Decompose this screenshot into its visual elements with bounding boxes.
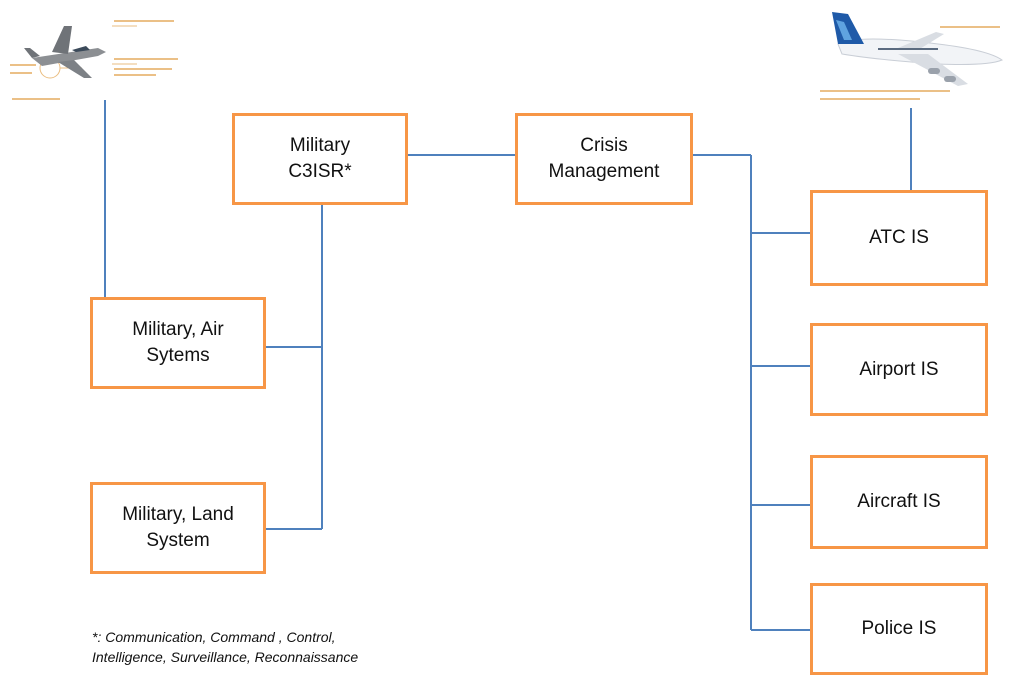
police-is-label: Police IS — [861, 618, 937, 640]
crisis-management-box: Crisis Management — [515, 113, 693, 205]
military-land-system-label: Military, Land System — [122, 504, 234, 551]
military-air-systems-box: Military, Air Sytems — [90, 297, 266, 389]
aircraft-is-label: Aircraft IS — [857, 491, 941, 513]
airport-is-box: Airport IS — [810, 323, 988, 416]
footnote-line-2: Intelligence, Surveillance, Reconnaissan… — [92, 648, 359, 665]
footnote: *: Communication, Command , Control, Int… — [92, 628, 512, 667]
military-c3isr-label: Military C3ISR* — [288, 135, 352, 182]
fighter-jet-icon — [10, 20, 178, 100]
military-land-system-box: Military, Land System — [90, 482, 266, 574]
airport-is-label: Airport IS — [859, 358, 939, 380]
military-air-systems-label: Military, Air Sytems — [132, 319, 224, 366]
aircraft-is-box: Aircraft IS — [810, 455, 988, 549]
atc-is-label: ATC IS — [869, 227, 929, 249]
crisis-management-label: Crisis Management — [548, 135, 660, 182]
police-is-box: Police IS — [810, 583, 988, 675]
military-c3isr-box: Military C3ISR* — [232, 113, 408, 205]
airliner-icon — [820, 12, 1004, 100]
atc-is-box: ATC IS — [810, 190, 988, 286]
footnote-line-1: *: Communication, Command , Control, — [92, 629, 336, 645]
